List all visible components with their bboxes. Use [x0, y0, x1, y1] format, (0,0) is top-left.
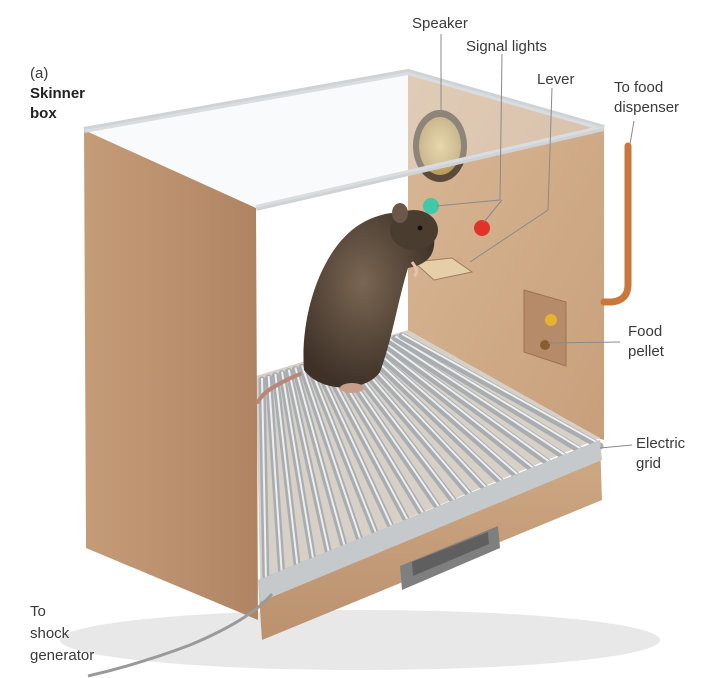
green-signal-light [423, 198, 439, 214]
dispenser-leader [629, 120, 635, 145]
grid-rod-highlight [401, 333, 601, 445]
electric-grid-label-line2: grid [636, 455, 662, 472]
electric-grid-leader [599, 444, 633, 449]
floor-shadow [60, 610, 660, 670]
grid-rod [371, 340, 540, 476]
electric-grid-label-line1: Electric [636, 435, 686, 452]
panel-title-line1: Skinner [30, 85, 86, 102]
grid-rod [398, 332, 604, 450]
lever-leader [469, 87, 553, 263]
shock-label-line3: generator [30, 647, 95, 664]
shock-cable [87, 593, 274, 678]
food-pellet-leader [547, 341, 621, 344]
signal-lights-label: Signal lights [466, 38, 547, 55]
panel-title-line2: box [30, 105, 57, 122]
lever [412, 257, 474, 281]
grid-rail [258, 440, 602, 602]
grid-rod-highlight [274, 373, 299, 569]
grid-rod-highlight [307, 362, 379, 537]
grid-rod-highlight [314, 360, 395, 530]
grid-rod-highlight [261, 377, 267, 583]
grid-rod-highlight [368, 343, 522, 478]
leader-lines [435, 34, 635, 449]
food-dispenser-label-line1: To food [614, 79, 664, 96]
glass-top [84, 72, 604, 208]
grid-rod-highlight [388, 337, 569, 458]
grid-rod-highlight [301, 365, 363, 543]
grid-rod [391, 334, 588, 457]
food-pellet-label-line1: Food [628, 323, 663, 340]
food-dispenser-port [545, 314, 557, 326]
grid-rod-highlight [381, 339, 553, 465]
food-cup [523, 289, 567, 367]
food-dispenser-label-line2: dispenser [614, 99, 680, 116]
grid-rod [358, 345, 509, 489]
red-signal-light [474, 220, 490, 236]
grid-rod-highlight [267, 375, 283, 576]
grid-rod-highlight [281, 371, 315, 563]
glass-frame-front [255, 125, 605, 211]
grid-rod [365, 342, 524, 483]
panel-letter: (a) [30, 65, 49, 82]
grid-rod [385, 336, 572, 463]
rat [256, 203, 438, 404]
grid-rod-highlight [374, 341, 538, 472]
speaker-label: Speaker [412, 15, 468, 32]
left-wall [84, 130, 258, 620]
grid-rod-highlight [394, 335, 585, 452]
signal-leader-green [435, 53, 503, 207]
lever-label: Lever [537, 71, 575, 88]
drawer-handle-inner [412, 532, 489, 576]
grid-rod-highlight [287, 369, 331, 556]
grid-rod-highlight [294, 367, 347, 550]
food-pellet-icon [540, 340, 550, 350]
food-dispenser-tube [600, 142, 632, 306]
glass-frame-top [83, 68, 605, 133]
grid-rod-highlight [361, 345, 506, 485]
grid-rod [378, 338, 556, 470]
shock-label-line2: shock [30, 625, 70, 642]
shock-label-line1: To [30, 603, 46, 620]
food-pellet-label-line2: pellet [628, 343, 664, 360]
signal-leader-red [483, 199, 503, 223]
